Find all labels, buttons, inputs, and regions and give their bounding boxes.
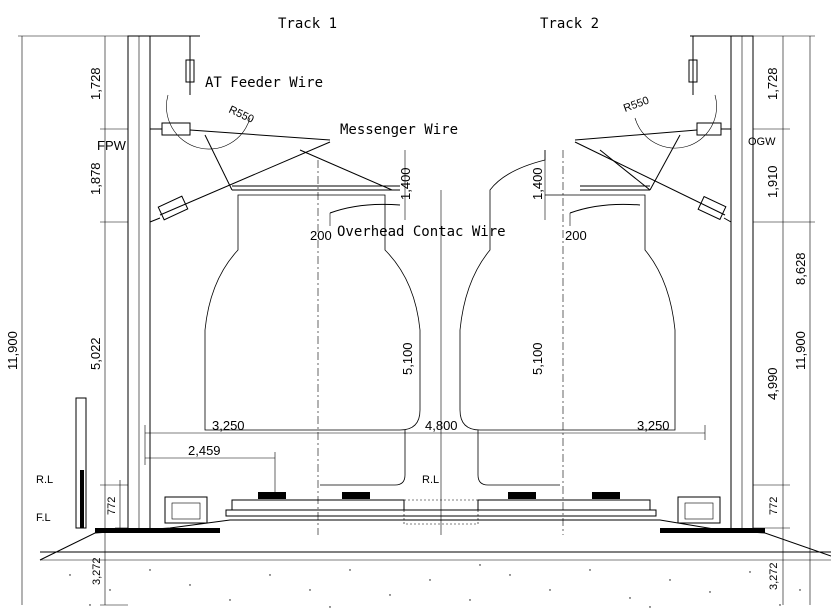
- ogw-label: OGW: [748, 136, 776, 148]
- overhead-contact-wire-label: Overhead Contac Wire: [337, 224, 506, 240]
- dim-1400-right: 1,400: [530, 167, 545, 200]
- right-vertical-dimensions: [404, 35, 815, 605]
- dim-200-left: 200: [310, 228, 332, 243]
- fpw-label: FPW: [97, 138, 127, 153]
- dim-2459: 2,459: [188, 443, 221, 458]
- dim-1910-right: 1,910: [765, 165, 780, 198]
- horizontal-dimensions: [144, 425, 706, 492]
- dim-3272-right: 3,272: [768, 562, 780, 590]
- left-vehicle-gauge: [204, 194, 421, 431]
- ground: [39, 492, 831, 608]
- r550-left: R550: [227, 104, 256, 126]
- right-cantilever: [569, 122, 732, 226]
- dim-5100-left: 5,100: [400, 342, 415, 375]
- right-vehicle-gauge: [459, 150, 676, 431]
- at-feeder-wire-label: AT Feeder Wire: [205, 75, 323, 91]
- right-mast: [690, 35, 754, 533]
- left-cantilever: [149, 122, 401, 226]
- dim-5100-right: 5,100: [530, 342, 545, 375]
- rl-left-label: R.L: [36, 474, 53, 486]
- rails: [258, 492, 620, 499]
- dim-5022-left: 5,022: [88, 337, 103, 370]
- dim-1400-left: 1,400: [398, 167, 413, 200]
- r550-right: R550: [622, 95, 651, 115]
- dim-3272-left: 3,272: [91, 557, 103, 585]
- track2-label: Track 2: [540, 16, 599, 32]
- left-mast: [127, 35, 200, 533]
- left-vertical-dimensions: [18, 35, 128, 606]
- dim-772-left: 772: [106, 497, 118, 515]
- dim-8628-right: 8,628: [793, 252, 808, 285]
- dim-3250-right: 3,250: [637, 418, 670, 433]
- dim-4990-right: 4,990: [765, 367, 780, 400]
- dim-11900-right: 11,900: [793, 331, 808, 370]
- track1-label: Track 1: [278, 16, 337, 32]
- dim-11900-left: 11,900: [5, 331, 20, 370]
- dim-772-right: 772: [768, 497, 780, 515]
- fl-left-label: F.L: [36, 512, 51, 524]
- left-feeder-insulator: [166, 36, 251, 150]
- messenger-wire-label: Messenger Wire: [340, 122, 458, 138]
- soil-dots: [69, 564, 801, 608]
- dim-200-right: 200: [565, 228, 587, 243]
- rl-center-label: R.L: [422, 474, 439, 486]
- dim-4800: 4,800: [425, 418, 458, 433]
- dim-1878-left: 1,878: [88, 162, 103, 195]
- dim-1728-right: 1,728: [765, 67, 780, 100]
- dim-1728-left: 1,728: [88, 67, 103, 100]
- dim-3250-left: 3,250: [212, 418, 245, 433]
